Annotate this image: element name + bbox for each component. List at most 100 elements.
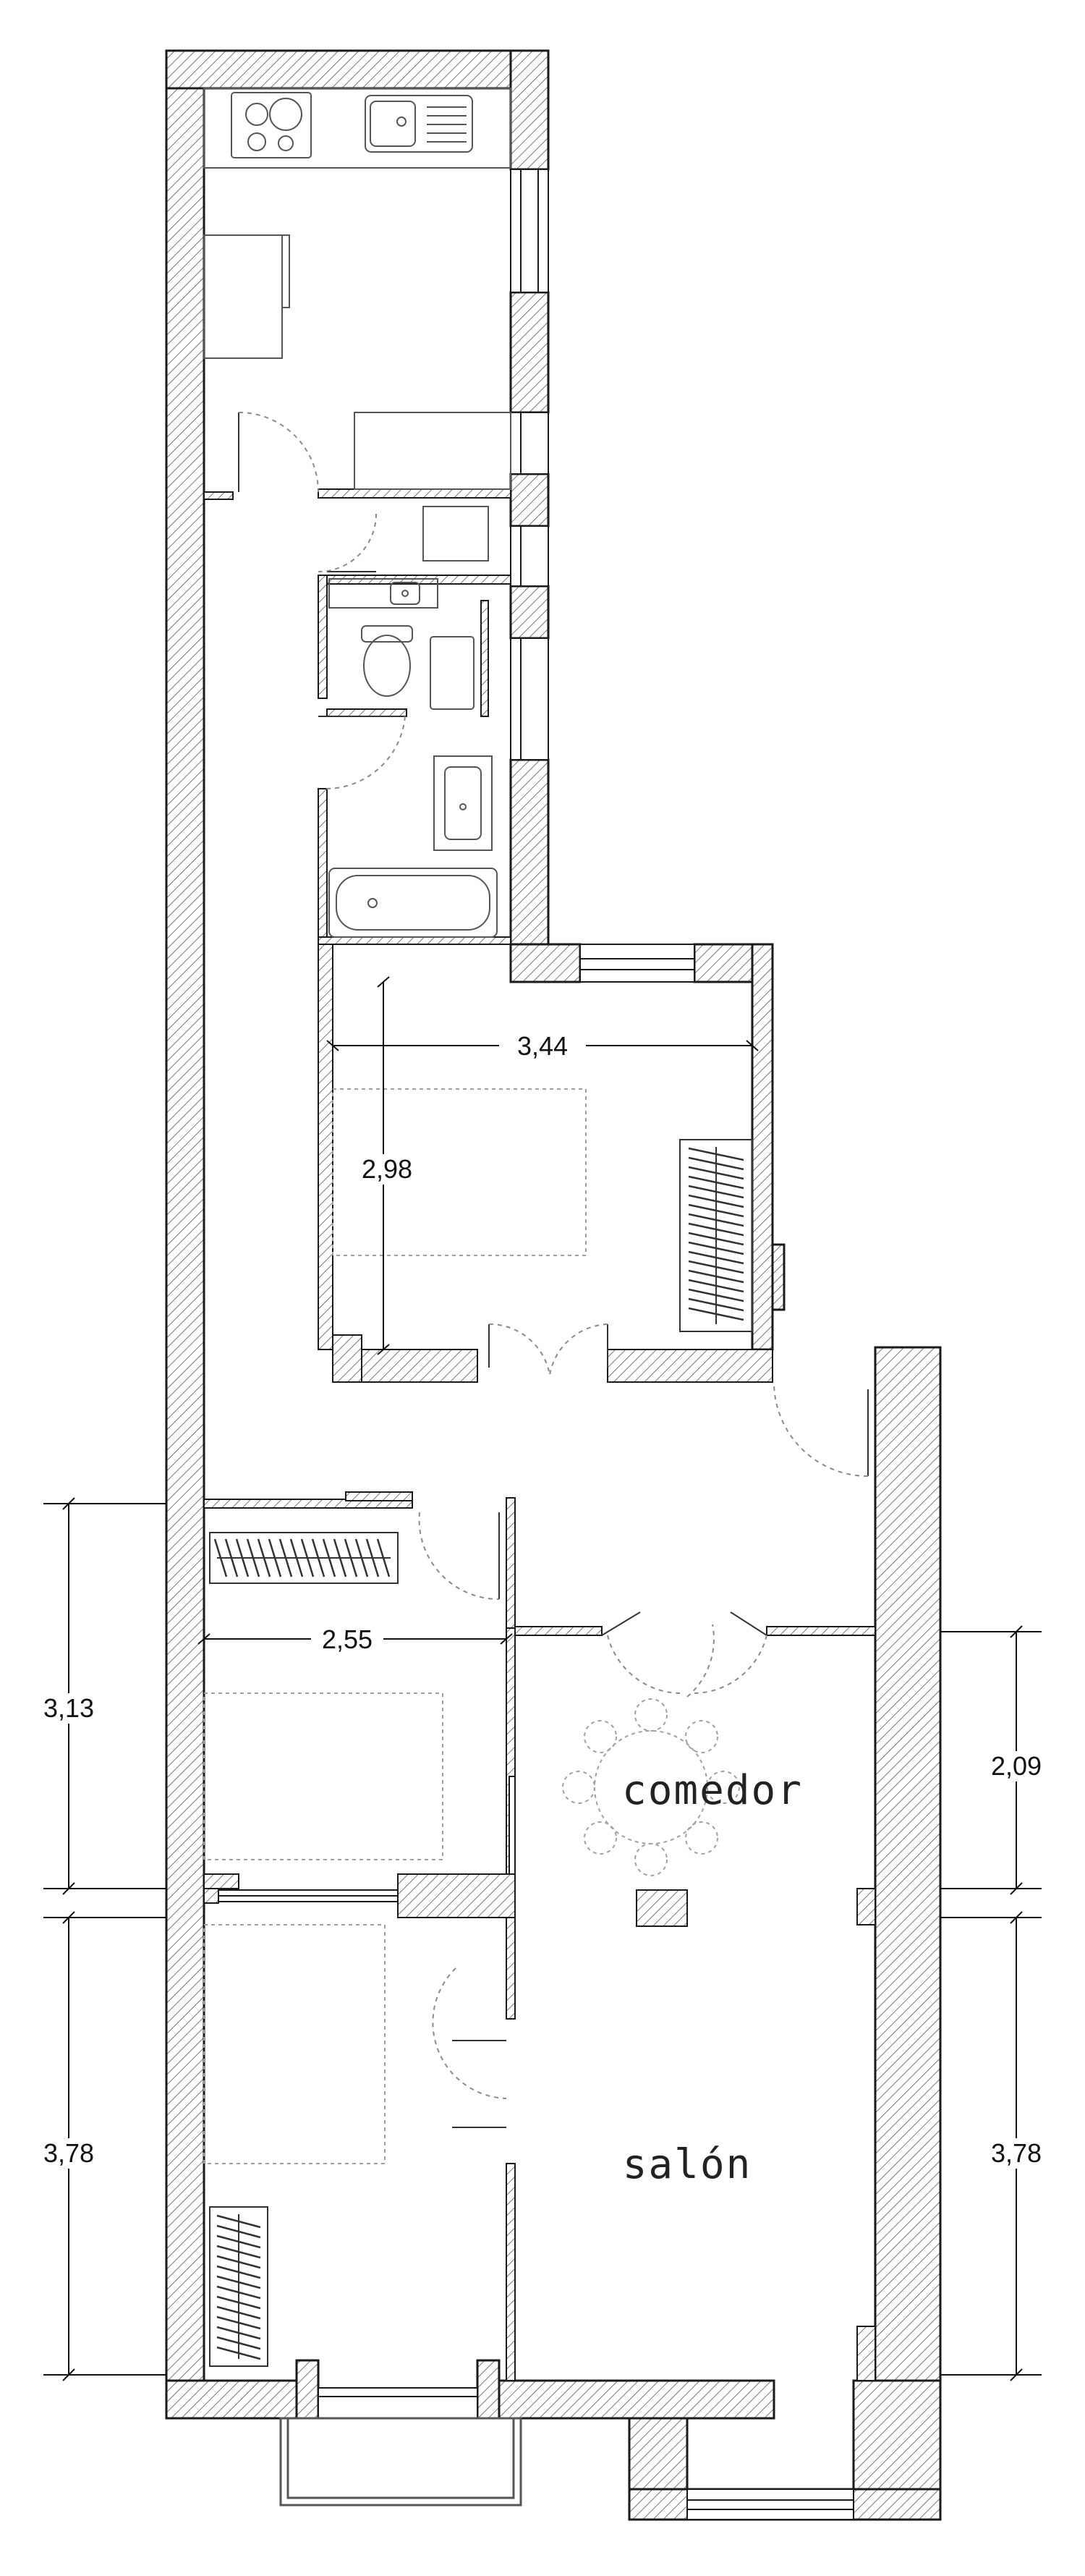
window-kitchen <box>510 169 549 293</box>
hanger-mark <box>688 1203 744 1218</box>
hob <box>231 92 312 158</box>
wall-kitchen-right-1 <box>509 49 550 171</box>
hanger-mark <box>688 1307 744 1321</box>
kitchen-table <box>354 412 511 490</box>
wall-bottom-left <box>165 2379 320 2420</box>
hanger-mark <box>216 2214 261 2229</box>
wall-top <box>165 49 550 90</box>
wardrobe-bedroom-3 <box>209 2206 268 2367</box>
doors <box>238 412 869 2128</box>
hanger-mark <box>213 1538 228 1577</box>
window-bath <box>510 637 549 760</box>
wall-wc-bath <box>480 600 489 717</box>
window-salon <box>686 2488 854 2520</box>
wall-comedor-right <box>766 1626 876 1636</box>
wall-bath-bottom <box>318 936 511 945</box>
hanger-mark <box>224 1538 239 1577</box>
wall-bath-right-2 <box>509 758 550 946</box>
wall-bed1-right-bump <box>771 1243 786 1311</box>
wall-bed2-bottom-right <box>397 1873 516 1918</box>
pilaster-right-2 <box>856 2326 876 2381</box>
hanger-mark <box>688 1269 744 1284</box>
wall-left <box>165 49 205 2397</box>
wall-bed1-right <box>751 943 774 1351</box>
hanger-mark <box>344 1538 358 1577</box>
dim-bedroom2-width: 2,55 <box>322 1624 373 1654</box>
wall-kitchen-hall-2 <box>318 488 511 499</box>
wall-comedor-left <box>514 1626 603 1636</box>
hanger-mark <box>688 1194 744 1208</box>
hanger-mark <box>688 1213 744 1227</box>
dimension-label-bg <box>29 1031 1052 2169</box>
window-wc <box>510 525 549 587</box>
hanger-mark <box>216 2265 261 2279</box>
balcony <box>279 2417 522 2507</box>
hanger-mark <box>216 2245 261 2259</box>
hanger-mark <box>246 1538 260 1577</box>
pillar-bed3-left <box>295 2359 320 2420</box>
hanger-mark <box>216 2336 261 2350</box>
washbasin-1 <box>422 506 489 562</box>
kitchen-counter <box>203 88 511 169</box>
wardrobe-bedroom-2 <box>209 1532 399 1584</box>
hanger-mark <box>216 2234 261 2249</box>
wall-bed3-right-2 <box>506 2163 516 2381</box>
hanger-mark <box>216 2316 261 2330</box>
hanger-mark <box>322 1538 336 1577</box>
sink <box>365 95 473 153</box>
wall-bed1-left <box>318 944 333 1350</box>
wall-bed2-bottom-left <box>203 1873 239 1889</box>
room-label-comedor: comedor <box>622 1767 803 1814</box>
washbasin-2 <box>328 578 438 609</box>
hanger-mark <box>216 2346 261 2360</box>
hanger-mark <box>376 1538 391 1577</box>
bed-bedroom-3 <box>203 1924 386 2164</box>
toilet <box>363 635 411 697</box>
wall-kitchen-right-3 <box>509 473 550 528</box>
hanger-mark <box>354 1538 369 1577</box>
hanger-mark <box>688 1147 744 1161</box>
dim-bedroom1-width: 3,44 <box>517 1031 568 1061</box>
hanger-mark <box>688 1250 744 1265</box>
windows <box>318 169 854 2520</box>
hanger-mark <box>216 2326 261 2340</box>
window-bed1 <box>579 944 695 983</box>
wall-bath-right-1 <box>509 585 550 640</box>
dim-left-lower: 3,78 <box>43 2138 94 2168</box>
wall-kitchen-right-2 <box>509 291 550 414</box>
hanger-mark <box>688 1288 744 1302</box>
hanger-mark <box>216 2305 261 2320</box>
bathtub <box>328 868 498 938</box>
bathroom-fixtures <box>328 506 498 938</box>
room-label-salon: salón <box>623 2141 752 2188</box>
beds-and-tables <box>203 1088 740 2164</box>
hanger-mark <box>311 1538 326 1577</box>
wardrobe-bedroom-1 <box>679 1139 753 1332</box>
labels: 3,44 2,98 2,55 3,13 3,78 2,09 3,78 comed… <box>43 1031 1042 2188</box>
wall-bed1-bottom-right <box>607 1349 773 1383</box>
bidet <box>430 636 475 710</box>
wall-bottom-mid <box>476 2379 775 2420</box>
inner-glazing <box>218 1776 516 1902</box>
hanger-mark <box>235 1538 250 1577</box>
hanger-mark <box>688 1279 744 1293</box>
pilaster-right-1 <box>856 1888 876 1925</box>
window-bed3 <box>318 2387 478 2419</box>
hanger-mark <box>688 1166 744 1180</box>
exterior-walls <box>165 49 942 2521</box>
wall-bed1-bottom-left-stub <box>332 1334 362 1383</box>
hanger-mark <box>688 1156 744 1171</box>
wall-right <box>874 1346 942 2382</box>
hanger-mark <box>688 1232 744 1246</box>
hanger-mark <box>688 1297 744 1312</box>
bath-sink <box>433 755 493 851</box>
hanger-mark <box>216 2285 261 2300</box>
pillar-bed3-right <box>476 2359 501 2420</box>
hanger-mark <box>300 1538 315 1577</box>
interior-walls <box>203 488 876 2381</box>
fridge <box>203 234 283 359</box>
dim-left-upper: 3,13 <box>43 1693 94 1723</box>
hangers <box>213 1147 744 2360</box>
bed-bedroom-1 <box>332 1088 587 1256</box>
